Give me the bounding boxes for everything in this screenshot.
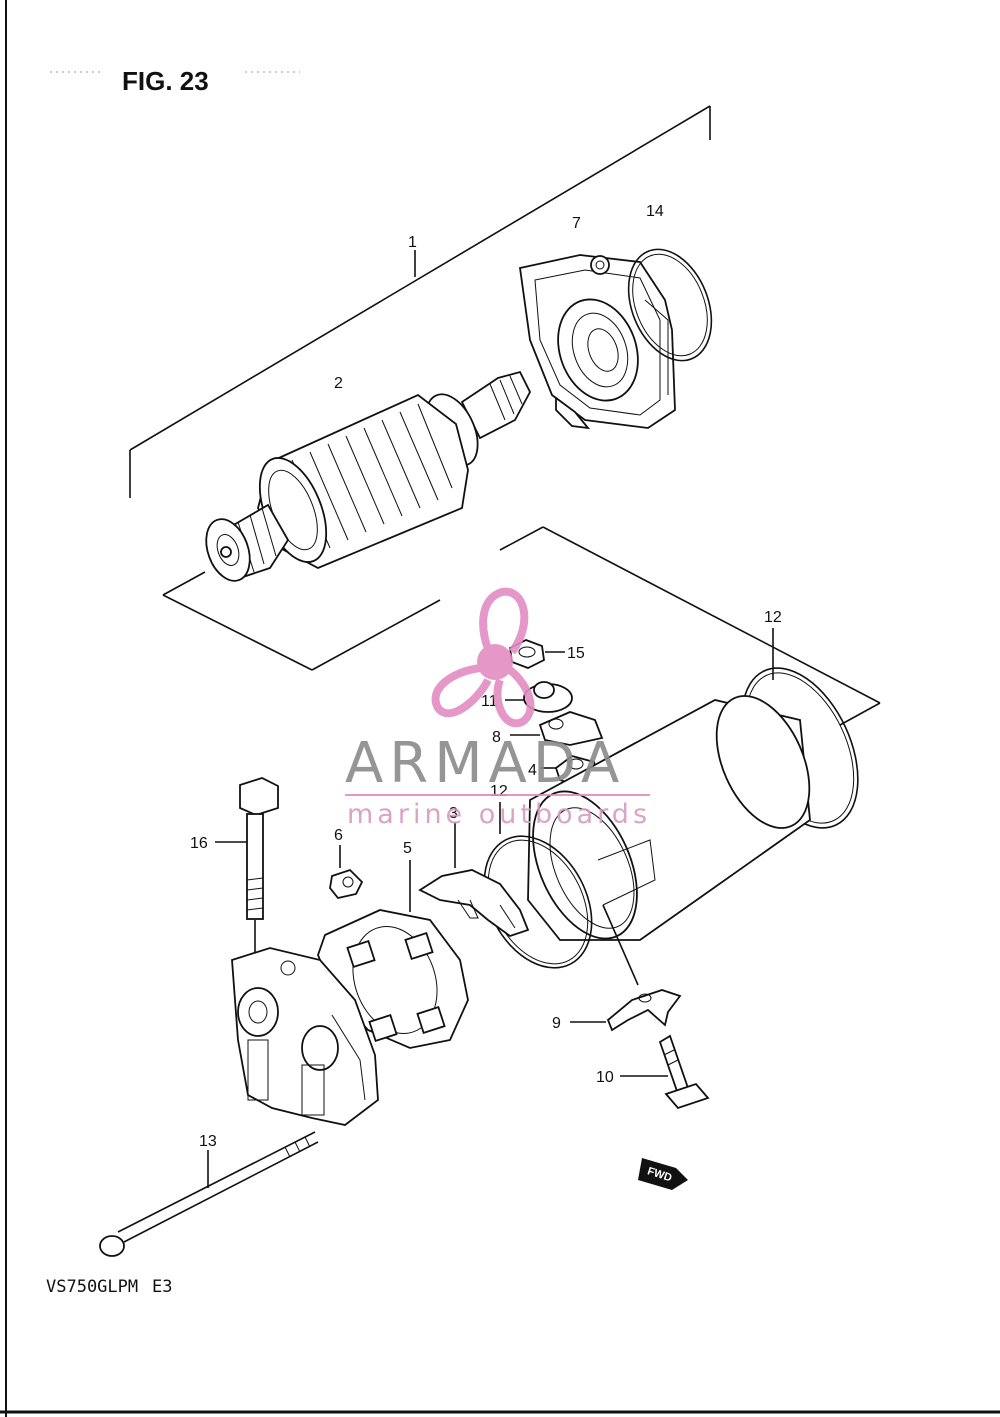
callout-13: 13 [199, 1133, 217, 1150]
callout-10: 10 [596, 1069, 614, 1086]
fwd-arrow-icon: FWD [638, 1158, 688, 1190]
t-bolt-10-part [620, 1034, 710, 1110]
callout-14: 14 [646, 203, 664, 220]
callout-labels: 1 2 3 4 5 6 7 8 9 10 11 12 12 13 14 15 1… [190, 203, 782, 1150]
callout-7: 7 [572, 215, 581, 232]
callout-8: 8 [492, 729, 501, 746]
callout-11: 11 [481, 693, 498, 710]
propeller-logo-icon [431, 587, 535, 728]
figure-title: FIG. 23 [122, 66, 209, 96]
clip-9-part [570, 989, 682, 1032]
model-code-text: VS750GLPM [46, 1277, 138, 1297]
armature-part [205, 370, 532, 582]
callout-6: 6 [334, 827, 343, 844]
bolt-16-part [215, 777, 279, 1000]
callout-16: 16 [190, 835, 208, 852]
callout-12-upper: 12 [764, 609, 782, 626]
watermark-brand: ARMADA [345, 731, 625, 796]
bushing-6-part [329, 845, 364, 900]
front-bracket-part [518, 254, 676, 430]
callout-1: 1 [408, 234, 417, 251]
armature-group-frame [162, 526, 881, 726]
callout-4: 4 [528, 762, 537, 779]
region-code-text: E3 [152, 1277, 172, 1297]
callout-5: 5 [403, 840, 412, 857]
brush-lead-3-part [418, 822, 530, 938]
callout-9: 9 [552, 1015, 561, 1032]
motor-yoke-part [527, 695, 811, 986]
through-bolt-13-part [99, 1131, 319, 1257]
insulator-8-part [510, 711, 604, 746]
washer-11-part [505, 681, 573, 713]
armada-watermark: ARMADA marine outboards [345, 587, 651, 830]
o-ring-14-part [627, 248, 713, 362]
watermark-tagline: marine outboards [347, 799, 651, 830]
callout-15: 15 [567, 645, 585, 662]
assembly-bracket-1 [129, 105, 711, 498]
callout-2: 2 [334, 375, 343, 392]
model-code: VS750GLPM E3 [46, 1277, 172, 1297]
callout-3: 3 [449, 805, 458, 822]
rear-cover-part [231, 947, 379, 1126]
